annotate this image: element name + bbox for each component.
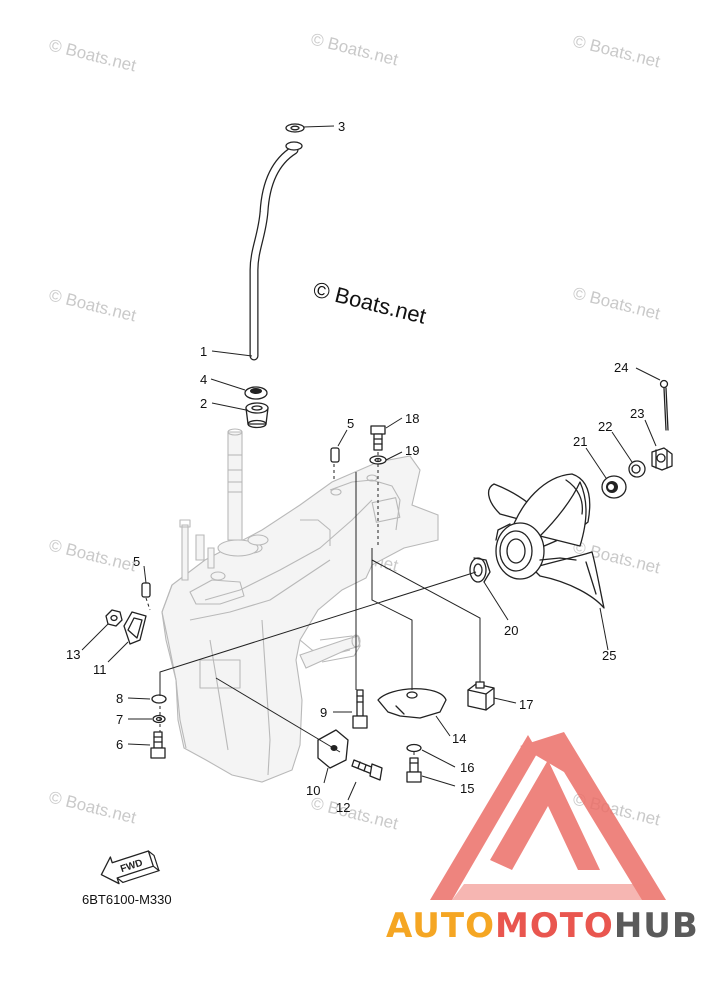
callout-labels: 3 1 4 2 5 18 19 24 23 22 21 5 13 11 8 7 …: [66, 119, 644, 815]
drive-shaft: [217, 428, 269, 557]
callout-14: 14: [452, 731, 466, 746]
callout-6: 6: [116, 737, 123, 752]
callout-13: 13: [66, 647, 80, 662]
shift-rod: [179, 519, 215, 581]
spacer-part-21: [601, 475, 627, 499]
propeller-shaft: [299, 634, 361, 669]
callout-7: 7: [116, 712, 123, 727]
callout-25: 25: [602, 648, 616, 663]
washer-part-16: [406, 743, 422, 753]
bolt-part-15: [406, 757, 422, 783]
callout-19: 19: [405, 443, 419, 458]
callout-16: 16: [460, 760, 474, 775]
watermark: © Boats.net: [47, 35, 138, 75]
svg-text:AUTOMOTOHUB: AUTOMOTOHUB: [386, 906, 699, 946]
cotter-pin-part-24: [659, 379, 669, 431]
callout-24: 24: [614, 360, 628, 375]
watermark-main: © Boats.net: [311, 277, 429, 329]
callout-11: 11: [93, 662, 107, 677]
fwd-arrow-icon: FWD: [100, 850, 161, 885]
washer-part-22: [628, 460, 646, 478]
watermark: © Boats.net: [571, 283, 662, 323]
callout-23: 23: [630, 406, 644, 421]
watermark-group: © Boats.net © Boats.net © Boats.net © Bo…: [47, 29, 662, 833]
callout-1: 1: [200, 344, 207, 359]
callout-22: 22: [598, 419, 612, 434]
watermark: © Boats.net: [309, 793, 400, 833]
dowel-pin-part-5: [330, 447, 340, 463]
grommet-part-2: [245, 402, 269, 429]
bolt-part-18: [370, 425, 386, 451]
grommet-part-11: [123, 611, 147, 645]
propeller-part-25: [488, 473, 605, 609]
watermark: © Boats.net: [47, 285, 138, 325]
callout-17: 17: [519, 697, 533, 712]
bolt-part-9: [352, 689, 368, 729]
automotohub-logo: AUTOMOTOHUB: [386, 732, 699, 946]
nut-part-23: [651, 447, 673, 471]
callout-8: 8: [116, 691, 123, 706]
dowel-pin-part-5: [141, 582, 151, 598]
logo-text-hub: HUB: [614, 906, 699, 946]
callout-5-lower: 5: [133, 554, 140, 569]
watermark: © Boats.net: [47, 535, 138, 575]
logo-text-auto: AUTO: [386, 906, 495, 946]
callout-18: 18: [405, 411, 419, 426]
seal-part-4: [244, 386, 268, 400]
grommet-part-3: [285, 123, 305, 133]
callout-15: 15: [460, 781, 474, 796]
watermark: © Boats.net: [571, 31, 662, 71]
grommet-part-10: [317, 729, 349, 769]
callout-5-upper: 5: [347, 416, 354, 431]
lock-washer-part-7: [152, 714, 166, 724]
nut-part-13: [105, 609, 123, 627]
watermark: © Boats.net: [47, 787, 138, 827]
callout-20: 20: [504, 623, 518, 638]
callout-12: 12: [336, 800, 350, 815]
washer-part-8: [151, 694, 167, 704]
bolt-part-12: [351, 759, 383, 781]
thrust-washer-part-20: [469, 557, 491, 583]
water-tube: [249, 141, 303, 361]
anode-part-17: [467, 681, 495, 711]
trim-tab-part-14: [377, 688, 447, 719]
watermark: © Boats.net: [309, 29, 400, 69]
logo-triangle-icon: [430, 732, 666, 900]
logo-text-moto: MOTO: [495, 906, 614, 946]
lower-case-housing: [161, 455, 439, 783]
callout-10: 10: [306, 783, 320, 798]
bolt-part-6: [150, 731, 166, 759]
diagram-code: 6BT6100-M330: [82, 892, 172, 907]
callout-2: 2: [200, 396, 207, 411]
callout-21: 21: [573, 434, 587, 449]
callout-3: 3: [338, 119, 345, 134]
leader-lines: [81, 125, 661, 801]
callout-9: 9: [320, 705, 327, 720]
callout-4: 4: [200, 372, 207, 387]
